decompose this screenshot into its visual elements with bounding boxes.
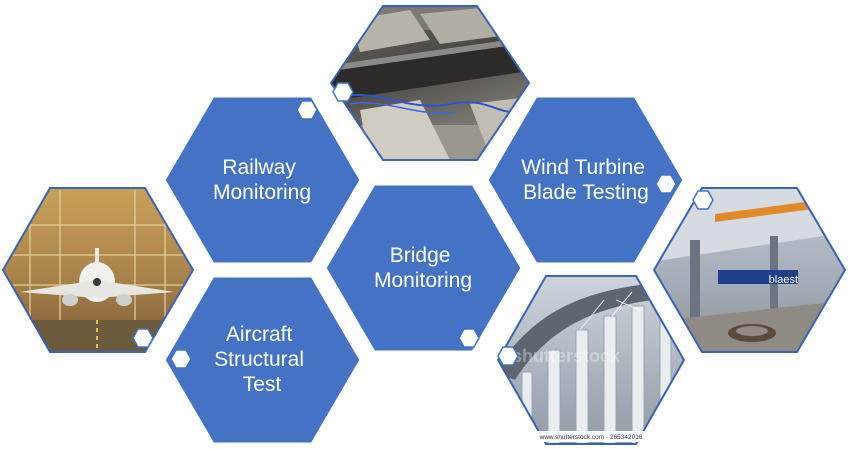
blade-hall-sign: blaest — [769, 274, 798, 286]
railway-topic-label: Railway Monitoring — [213, 156, 311, 204]
railway-label-line-1: Railway — [222, 156, 296, 179]
bridge-label-line-1: Bridge — [390, 244, 451, 267]
railway-label-line-2: Monitoring — [213, 181, 311, 204]
hexagon-dot-icon — [458, 328, 480, 348]
aircraft-topic-label: Aircraft Structural Test — [214, 323, 310, 396]
railway-photo-border — [329, 5, 531, 161]
bridge-photo-ghost-watermark: shutterstock — [512, 346, 621, 366]
wind-topic-hexagon: Wind Turbine Blade Testing — [485, 94, 686, 266]
bridge-topic-hexagon: Bridge Monitoring — [323, 182, 524, 354]
railway-track-photo — [329, 5, 531, 161]
bridge-watermark-strip — [533, 431, 649, 442]
bridge-pillars-photo: shutterstock www.shutterstock.com · 2653… — [496, 275, 686, 445]
hexagon-dot-icon — [497, 346, 519, 366]
hexagon-dot-icon — [655, 174, 677, 194]
wind-label-line-2: Blade Testing — [523, 181, 649, 204]
hexagon-dot-icon — [132, 328, 154, 348]
railway-topic-hexagon: Railway Monitoring — [162, 94, 363, 266]
bridge-topic-label: Bridge Monitoring — [374, 244, 472, 292]
hexagon-dot-icon — [170, 349, 192, 369]
wind-topic-label: Wind Turbine Blade Testing — [521, 156, 651, 204]
hexagon-dot-icon — [332, 82, 354, 102]
aircraft-label-line-3: Test — [243, 373, 282, 396]
aircraft-photo-border — [1, 187, 195, 353]
wind-photo-border — [652, 187, 847, 353]
aircraft-topic-hexagon: Aircraft Structural Test — [162, 274, 363, 446]
bridge-photo-border — [496, 275, 686, 445]
aircraft-test-rig-photo — [1, 187, 195, 353]
hexagon-dot-icon — [296, 100, 318, 120]
hexagon-dot-icon — [692, 190, 714, 210]
blade-test-hall-photo: blaest — [652, 187, 847, 353]
aircraft-label-line-1: Aircraft — [226, 323, 293, 346]
bridge-label-line-2: Monitoring — [374, 269, 472, 292]
bridge-photo-watermark: www.shutterstock.com · 265342016 — [539, 434, 643, 441]
aircraft-label-line-2: Structural — [214, 348, 304, 371]
wind-label-line-1: Wind Turbine — [521, 156, 645, 179]
